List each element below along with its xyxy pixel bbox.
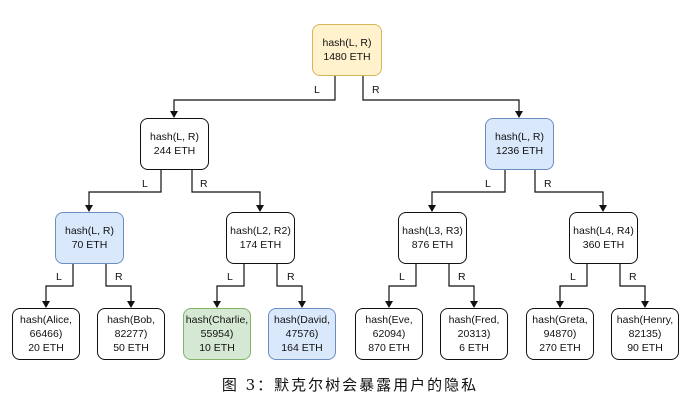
leaf-henry-salt: 82135) <box>628 328 662 340</box>
edge-lr-left <box>213 264 245 308</box>
leaf-david-hash: hash(David, <box>273 314 331 326</box>
leaf-eve: hash(Eve, 62094) 870 ETH <box>355 308 423 360</box>
root-node-value: 1480 ETH <box>323 51 371 63</box>
leaf-david-salt: 47576) <box>285 328 319 340</box>
node-ll-value: 70 ETH <box>71 239 108 251</box>
right-branch-node: hash(L, R) 1236 ETH <box>485 118 554 170</box>
node-rl-hash: hash(L3, R3) <box>402 225 463 237</box>
leaf-fred-hash: hash(Fred, <box>448 314 500 326</box>
leaf-greta-salt: 94870) <box>543 328 577 340</box>
edge-label-l-right: R <box>199 178 209 190</box>
leaf-eve-hash: hash(Eve, <box>365 314 413 326</box>
root-node-hash: hash(L, R) <box>322 37 372 49</box>
edge-label-lr-left: L <box>226 271 234 283</box>
edge-label-ll-right: R <box>114 271 124 283</box>
root-node: hash(L, R) 1480 ETH <box>312 24 382 76</box>
edge-root-right <box>362 76 523 118</box>
edge-ll-left <box>42 264 74 308</box>
leaf-charlie-balance: 10 ETH <box>199 342 235 354</box>
edge-root-left <box>170 76 336 118</box>
leaf-henry-balance: 90 ETH <box>627 342 663 354</box>
leaf-greta: hash(Greta, 94870) 270 ETH <box>526 308 594 360</box>
node-rl: hash(L3, R3) 876 ETH <box>398 212 467 264</box>
edge-label-r-left: L <box>484 178 492 190</box>
node-lr: hash(L2, R2) 174 ETH <box>226 212 295 264</box>
leaf-charlie-hash: hash(Charlie, <box>185 314 249 326</box>
edge-label-lr-right: R <box>286 271 296 283</box>
node-lr-value: 174 ETH <box>239 239 282 251</box>
leaf-alice-balance: 20 ETH <box>28 342 64 354</box>
node-lr-hash: hash(L2, R2) <box>230 225 291 237</box>
leaf-greta-balance: 270 ETH <box>539 342 581 354</box>
edge-l-left <box>85 170 162 212</box>
edge-label-ll-left: L <box>55 271 63 283</box>
edge-rr-right <box>619 264 649 308</box>
edge-ll-right <box>105 264 135 308</box>
leaf-alice-salt: 66466) <box>29 328 63 340</box>
left-branch-value: 244 ETH <box>153 145 196 157</box>
leaf-alice-hash: hash(Alice, <box>20 314 72 326</box>
figure-caption: 图 3：默克尔树会暴露用户的隐私 <box>221 376 479 394</box>
left-branch-node: hash(L, R) 244 ETH <box>140 118 209 170</box>
node-rr-value: 360 ETH <box>582 239 625 251</box>
edge-rl-left <box>385 264 417 308</box>
edge-label-root-right: R <box>371 84 381 96</box>
node-ll-hash: hash(L, R) <box>64 225 115 237</box>
edge-rr-left <box>556 264 588 308</box>
edge-r-left <box>428 170 506 212</box>
leaf-bob: hash(Bob, 82277) 50 ETH <box>97 308 165 360</box>
node-rr-hash: hash(L4, R4) <box>573 225 634 237</box>
leaf-henry-hash: hash(Henry, <box>616 314 674 326</box>
edge-rl-right <box>448 264 478 308</box>
leaf-eve-salt: 62094) <box>372 328 406 340</box>
edge-label-r-right: R <box>543 178 553 190</box>
node-rr: hash(L4, R4) 360 ETH <box>569 212 638 264</box>
leaf-fred-salt: 20313) <box>457 328 491 340</box>
edge-lr-right <box>276 264 306 308</box>
leaf-fred: hash(Fred, 20313) 6 ETH <box>440 308 508 360</box>
edge-label-rr-left: L <box>569 271 577 283</box>
leaf-fred-balance: 6 ETH <box>459 342 489 354</box>
node-ll: hash(L, R) 70 ETH <box>55 212 124 264</box>
edge-label-l-left: L <box>141 178 149 190</box>
node-rl-value: 876 ETH <box>411 239 454 251</box>
leaf-alice: hash(Alice, 66466) 20 ETH <box>12 308 80 360</box>
leaf-charlie: hash(Charlie, 55954) 10 ETH <box>183 308 251 360</box>
edge-label-root-left: L <box>313 84 321 96</box>
leaf-greta-hash: hash(Greta, <box>532 314 588 326</box>
leaf-bob-salt: 82277) <box>114 328 148 340</box>
right-branch-hash: hash(L, R) <box>494 131 545 143</box>
left-branch-hash: hash(L, R) <box>149 131 200 143</box>
edge-r-right <box>534 170 607 212</box>
edge-label-rl-right: R <box>457 271 467 283</box>
leaf-eve-balance: 870 ETH <box>368 342 410 354</box>
right-branch-value: 1236 ETH <box>495 145 544 157</box>
edge-l-right <box>191 170 264 212</box>
leaf-charlie-salt: 55954) <box>200 328 234 340</box>
leaf-bob-hash: hash(Bob, <box>107 314 155 326</box>
leaf-henry: hash(Henry, 82135) 90 ETH <box>611 308 679 360</box>
leaf-david: hash(David, 47576) 164 ETH <box>268 308 336 360</box>
edge-label-rl-left: L <box>398 271 406 283</box>
edge-label-rr-right: R <box>628 271 638 283</box>
leaf-bob-balance: 50 ETH <box>113 342 149 354</box>
leaf-david-balance: 164 ETH <box>281 342 323 354</box>
